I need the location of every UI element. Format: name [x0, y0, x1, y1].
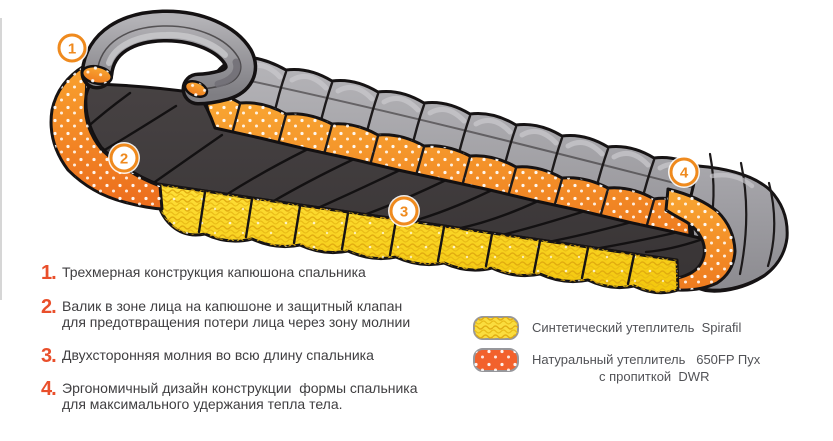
hood: [80, 9, 258, 106]
callout-item-4: 4. Эргономичный дизайн конструкции формы…: [41, 378, 461, 412]
callout-text: Двухсторонняя молния во всю длину спальн…: [62, 347, 374, 363]
marker-3: 3: [388, 195, 420, 227]
callout-number: 4.: [41, 378, 57, 400]
marker-3-label: 3: [400, 204, 408, 221]
legend-item-down: Натуральный утеплитель 650FP Пух с пропи…: [473, 348, 760, 385]
marker-4: 4: [668, 156, 700, 188]
legend: Синтетический утеплитель Spirafil Натура…: [473, 316, 760, 393]
synthetic-insulation-band: [155, 182, 680, 295]
legend-swatch-orange: [473, 348, 519, 372]
marker-1: 1: [56, 32, 88, 64]
callout-item-1: 1. Трехмерная конструкция капюшона спаль…: [41, 262, 461, 284]
callout-number: 2.: [41, 296, 57, 318]
marker-2: 2: [108, 142, 140, 174]
left-edge-artifact-line: [0, 18, 2, 300]
callout-text: Эргономичный дизайн конструкции формы сп…: [62, 380, 418, 396]
legend-label: Синтетический утеплитель Spirafil: [532, 320, 742, 335]
legend-swatch-yellow: [473, 316, 519, 340]
callout-number: 1.: [41, 262, 57, 284]
callout-text: для предотвращения потери лица через зон…: [62, 314, 411, 330]
legend-label: Натуральный утеплитель 650FP Пух: [532, 352, 761, 367]
callout-number: 3.: [41, 345, 57, 367]
hood-down-collar: [80, 64, 209, 99]
marker-2-label: 2: [120, 151, 128, 168]
callout-text: Трехмерная конструкция капюшона спальник…: [62, 264, 366, 280]
callout-item-2: 2. Валик в зоне лица на капюшоне и защит…: [41, 296, 461, 330]
legend-item-synthetic: Синтетический утеплитель Spirafil: [473, 316, 760, 340]
callout-text: для максимального удержания тепла тела.: [62, 396, 343, 412]
callout-item-3: 3. Двухсторонняя молния во всю длину спа…: [41, 345, 461, 367]
callout-text: Валик в зоне лица на капюшоне и защитный…: [62, 298, 403, 314]
down-insulation-hood-crescent: [49, 64, 164, 211]
legend-label: с пропиткой DWR: [599, 369, 710, 384]
marker-1-label: 1: [68, 41, 76, 58]
callout-list: 1. Трехмерная конструкция капюшона спаль…: [41, 262, 461, 412]
marker-4-label: 4: [680, 165, 689, 182]
